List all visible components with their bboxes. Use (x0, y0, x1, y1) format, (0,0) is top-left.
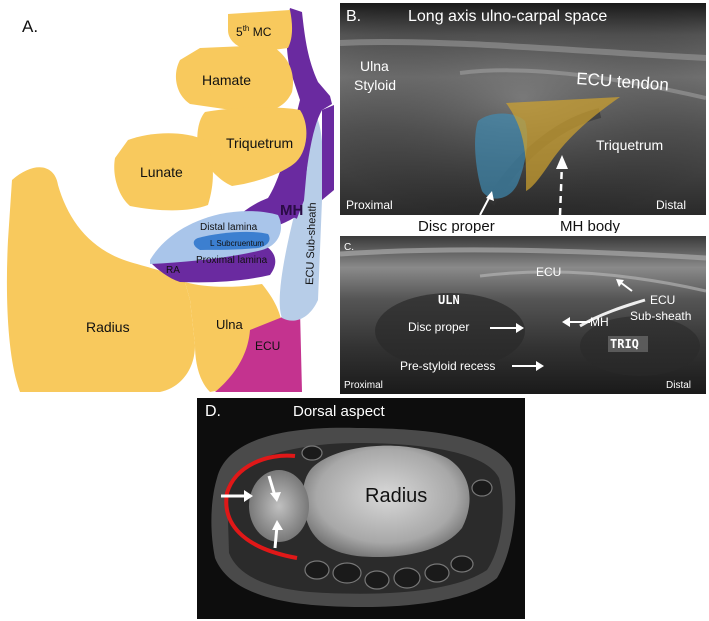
ecu-subsheath-label: ECU Sub-sheath (304, 202, 319, 285)
radius-mri-label: Radius (365, 485, 427, 507)
ultrasound-long-axis: B. Long axis ulno-carpal space Ulna Styl… (340, 3, 706, 233)
mh-label: MH (280, 202, 303, 219)
hamate-label: Hamate (202, 72, 251, 88)
panel-d-mri: D. Dorsal aspect Radius (197, 398, 525, 619)
ecu-label-c: ECU (536, 265, 561, 279)
distal-label-c: Distal (666, 380, 691, 391)
ecu-subsheath-shape (279, 108, 324, 321)
triquetrum-label: Triquetrum (226, 135, 293, 151)
panel-b-title: Long axis ulno-carpal space (408, 8, 607, 25)
ecu-tendon-shape (215, 310, 302, 392)
disc-proper-label-b: Disc proper (418, 218, 495, 233)
ecu-subsheath-arrow (619, 281, 633, 292)
subcruentum-label: L Subcruentum (210, 239, 264, 248)
fifth-mc-label: 5th MC (236, 24, 272, 39)
anatomy-diagram: A. 5th MC Hamate Triquetrum Lunate MH Di… (6, 8, 334, 392)
disc-proper-overlay (475, 113, 528, 199)
radius-bone (6, 167, 196, 392)
ulna-styloid-line2: Styloid (354, 77, 396, 93)
lunate-label: Lunate (140, 164, 183, 180)
mri-axial: D. Dorsal aspect Radius (197, 398, 525, 619)
tendon-cross-sections (301, 445, 493, 590)
panel-c-ultrasound: C. ECU ULN ECU Sub-sheath Disc proper MH… (340, 236, 706, 394)
panel-b-letter: B. (346, 8, 361, 25)
ecu-subsheath-line1-c: ECU (650, 293, 675, 307)
distal-label-b: Distal (656, 198, 686, 212)
proximal-lamina-label: Proximal lamina (196, 255, 268, 266)
triq-label: TRIQ (610, 337, 639, 351)
ecu-subsheath-line2-c: Sub-sheath (630, 309, 691, 323)
proximal-label-c: Proximal (344, 380, 383, 391)
panel-d-title: Dorsal aspect (293, 403, 386, 420)
radius-label: Radius (86, 319, 130, 335)
ulna-styloid-line1: Ulna (360, 58, 389, 74)
ulna-mri (249, 470, 309, 542)
disc-proper-arrow (479, 195, 491, 216)
panel-a-letter: A. (22, 17, 38, 36)
ultrasound-sagittal: C. ECU ULN ECU Sub-sheath Disc proper MH… (340, 236, 706, 394)
panel-d-letter: D. (205, 403, 221, 420)
mh-body-overlay (506, 97, 620, 191)
ecu-purple-strip (322, 105, 334, 200)
meniscus-thin-line (293, 111, 312, 219)
pre-styloid-label: Pre-styloid recess (400, 359, 495, 373)
radius-mri (303, 445, 470, 558)
red-annotation-outline (224, 453, 298, 560)
triquetrum-us-label: Triquetrum (596, 137, 663, 153)
triquetrum-bone (197, 107, 307, 186)
ecu-label: ECU (255, 339, 280, 353)
mh-label-c: MH (590, 315, 609, 329)
ra-label: RA (166, 265, 180, 276)
mh-body-label: MH body (560, 218, 621, 233)
fifth-metacarpal-bone (228, 10, 293, 52)
panel-c-letter: C. (344, 242, 354, 253)
lunate-bone (114, 133, 213, 211)
mh-body-arrow (558, 162, 564, 216)
proximal-label-b: Proximal (346, 198, 393, 212)
hamate-bone (175, 45, 294, 113)
panel-a-anatomy-diagram: A. 5th MC Hamate Triquetrum Lunate MH Di… (0, 0, 340, 400)
ulna-label: Ulna (216, 317, 244, 332)
subcruentum-shape (193, 231, 270, 250)
uln-label: ULN (438, 293, 460, 307)
disc-proper-label-c: Disc proper (408, 320, 469, 334)
distal-lamina-label: Distal lamina (200, 222, 258, 233)
panel-b-ultrasound: B. Long axis ulno-carpal space Ulna Styl… (340, 3, 706, 233)
